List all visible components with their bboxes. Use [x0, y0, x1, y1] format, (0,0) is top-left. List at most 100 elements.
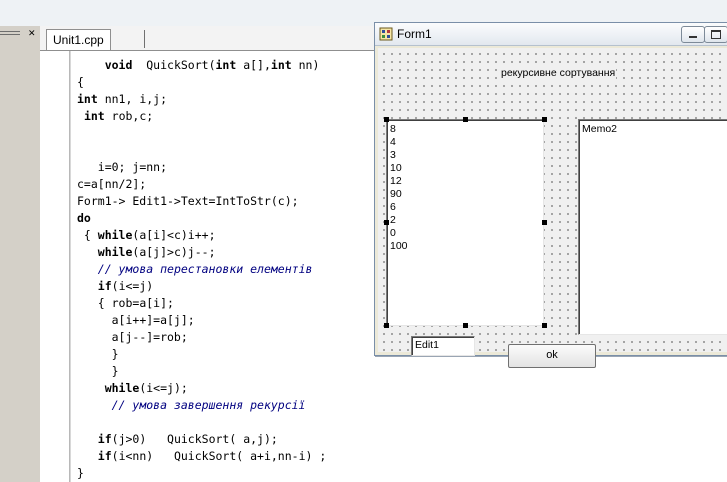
code-text: (a[j]>c)j--; [132, 245, 216, 259]
code-line: if(i<=j) [77, 279, 153, 293]
selection-handle[interactable] [542, 117, 547, 122]
selection-handle[interactable] [463, 323, 468, 328]
code-indent [77, 279, 98, 293]
code-line: } [77, 364, 119, 378]
dock-close-icon[interactable]: ✕ [28, 29, 36, 39]
code-line: } [77, 347, 119, 361]
editor-gutter [40, 51, 70, 482]
code-line: a[i++]=a[j]; [77, 313, 195, 327]
code-text: nn) [291, 58, 320, 72]
code-indent [77, 364, 112, 378]
code-indent [77, 109, 84, 123]
maximize-icon[interactable] [704, 26, 727, 43]
code-text: (i<=j) [111, 279, 154, 293]
dock-caption-grip[interactable] [0, 29, 36, 41]
memo1-textarea[interactable]: 8 4 3 10 12 90 6 2 0 100 [384, 117, 547, 328]
code-indent [77, 245, 98, 259]
left-dock-panel [0, 26, 41, 482]
code-keyword: while [97, 245, 133, 259]
code-line: { while(a[i]<c)i++; [77, 228, 216, 242]
code-text: (i<=j); [139, 381, 188, 395]
code-editor[interactable]: void QuickSort(int a[],int nn) { int nn1… [77, 57, 326, 482]
code-text: rob,c; [104, 109, 154, 123]
code-indent [77, 432, 98, 446]
tab-unit1-cpp[interactable]: Unit1.cpp [46, 29, 111, 50]
code-line: while(i<=j); [77, 381, 188, 395]
code-indent [77, 313, 112, 327]
code-text: (a[i]<c)i++; [132, 228, 216, 242]
memo2-text: Memo2 [582, 123, 618, 135]
code-keyword: if [97, 279, 112, 293]
code-line: do [77, 211, 91, 225]
code-indent [77, 330, 112, 344]
code-keyword: int [215, 58, 237, 72]
gutter-separator [70, 51, 71, 482]
code-line: int nn1, i,j; [77, 92, 167, 106]
form1-window[interactable]: Form1 рекурсивне сортування 8 4 3 10 12 … [374, 22, 727, 368]
form1-titlebar[interactable]: Form1 [375, 23, 727, 46]
code-line: // умова завершення рекурсії [77, 398, 306, 412]
code-text: i=0; j=nn; [97, 160, 168, 174]
memo1-line: 3 [390, 149, 396, 161]
memo1-lines: 8 4 3 10 12 90 6 2 0 100 [390, 123, 408, 253]
code-text: (j>0) QuickSort( a,j); [111, 432, 278, 446]
selection-handle[interactable] [384, 323, 389, 328]
edit1-input[interactable]: Edit1 [411, 336, 475, 356]
code-text: a[i++]=a[j]; [111, 313, 195, 327]
selection-handle[interactable] [463, 117, 468, 122]
code-line: if(i<nn) QuickSort( a+i,nn-i) ; [77, 449, 327, 463]
code-keyword: int [77, 92, 98, 106]
code-keyword: while [97, 228, 133, 242]
selection-handle[interactable] [542, 323, 547, 328]
form-icon [379, 27, 393, 41]
code-keyword: if [97, 432, 112, 446]
code-text: { [77, 75, 84, 89]
code-text: } [111, 347, 119, 361]
code-line: if(j>0) QuickSort( a,j); [77, 432, 278, 446]
code-indent [77, 449, 98, 463]
code-indent [77, 398, 112, 412]
ok-button[interactable]: ok [508, 344, 596, 368]
selection-handle[interactable] [542, 220, 547, 225]
memo2-textarea[interactable]: Memo2 [578, 119, 727, 335]
code-indent [77, 296, 98, 310]
code-text: (i<nn) QuickSort( a+i,nn-i) ; [111, 449, 327, 463]
memo1-line: 2 [390, 214, 396, 226]
memo1-line: 90 [390, 188, 402, 200]
code-keyword: void [104, 58, 133, 72]
code-text: } [111, 364, 119, 378]
memo1-line: 8 [390, 123, 396, 135]
code-keyword: if [97, 449, 112, 463]
memo1-line: 0 [390, 227, 396, 239]
code-keyword: do [77, 211, 91, 225]
edit1-value: Edit1 [415, 339, 439, 351]
code-line: Form1-> Edit1->Text=IntToStr(c); [77, 194, 299, 208]
code-line: int rob,c; [77, 109, 153, 123]
code-text: nn1, i,j; [97, 92, 168, 106]
code-keyword: while [104, 381, 140, 395]
code-text: QuickSort( [132, 58, 216, 72]
form-label: рекурсивне сортування [500, 66, 617, 80]
minimize-icon[interactable] [681, 26, 705, 43]
code-keyword: int [83, 109, 105, 123]
memo1-line: 6 [390, 201, 396, 213]
code-line: a[j--]=rob; [77, 330, 188, 344]
selection-handle[interactable] [384, 117, 389, 122]
memo1-line: 12 [390, 175, 402, 187]
code-indent [77, 347, 112, 361]
code-line: } [77, 466, 84, 480]
code-text: Form1-> Edit1->Text=IntToStr(c); [77, 194, 299, 208]
code-text: } [77, 466, 84, 480]
form1-design-surface[interactable]: рекурсивне сортування 8 4 3 10 12 90 6 2… [378, 48, 727, 368]
code-comment: // умова перестановки елементів [97, 262, 313, 276]
code-line: void QuickSort(int a[],int nn) [77, 58, 320, 72]
code-indent [77, 262, 98, 276]
code-line: // умова перестановки елементів [77, 262, 313, 276]
code-keyword: int [270, 58, 292, 72]
code-comment: // умова завершення рекурсії [111, 398, 306, 412]
code-line: { rob=a[i]; [77, 296, 174, 310]
tab-divider [144, 30, 145, 48]
selection-handle[interactable] [384, 220, 389, 225]
code-line: c=a[nn/2]; [77, 177, 146, 191]
code-indent: { [77, 228, 98, 242]
